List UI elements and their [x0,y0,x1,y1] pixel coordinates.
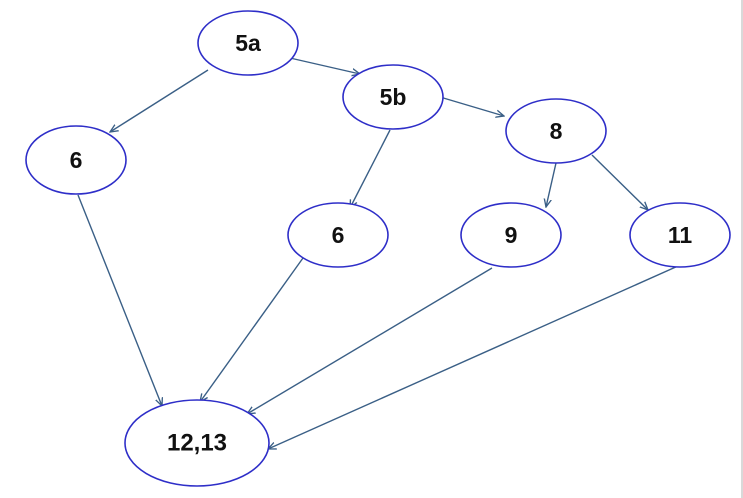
edges [77,57,679,449]
edge-8-to-11 [591,154,648,210]
node-5a: 5a [197,10,299,76]
node-6-middle-label: 6 [332,222,345,248]
edge-5a-to-5b [289,57,360,74]
right-edge-divider [741,0,743,498]
node-6-middle-ellipse [287,202,389,268]
node-12-13-ellipse [124,399,270,487]
node-9-label: 9 [505,222,518,248]
node-11-label: 11 [668,222,693,248]
edge-5b-to-6-middle [350,129,391,208]
node-9-ellipse [460,202,562,268]
node-6-left-label: 6 [70,147,83,173]
node-8-label: 8 [550,118,563,144]
node-9: 9 [460,202,562,268]
node-5a-label: 5a [235,30,261,56]
node-8: 8 [505,98,607,164]
node-6-left: 6 [25,125,127,195]
node-5b-label: 5b [380,84,407,110]
node-12-13-label: 12,13 [167,430,227,457]
node-12-13: 12,13 [124,399,270,487]
node-5b-ellipse [342,64,444,130]
edge-9-to-12-13 [247,267,493,414]
edge-5b-to-8 [439,96,504,116]
node-6-left-ellipse [25,125,127,195]
edge-6-left-to-12-13 [77,194,162,406]
edge-11-to-12-13 [268,265,679,449]
edge-6-middle-to-12-13 [200,257,304,402]
node-11-ellipse [629,202,731,268]
edge-5a-to-6-left [110,69,209,132]
edge-8-to-9 [546,162,557,207]
node-6-middle: 6 [287,202,389,268]
node-5b: 5b [342,64,444,130]
node-5a-ellipse [197,10,299,76]
node-8-ellipse [505,98,607,164]
node-11: 11 [629,202,731,268]
